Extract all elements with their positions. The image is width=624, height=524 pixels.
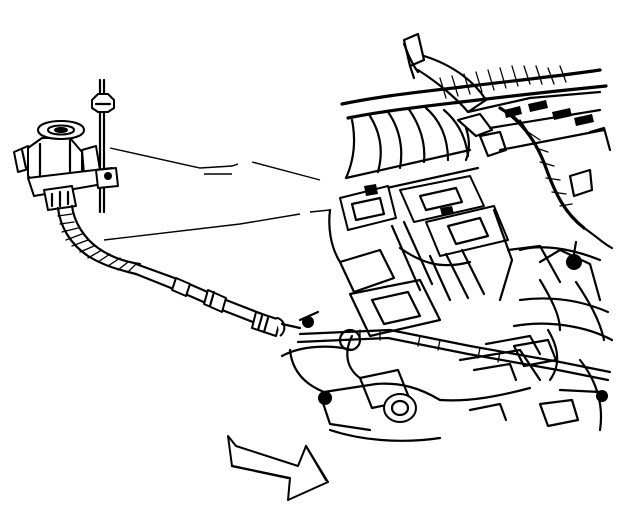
valve-cover (466, 90, 612, 152)
wiring-harness (340, 65, 614, 250)
lower-engine (280, 310, 542, 442)
vent-tube (402, 32, 488, 114)
engine-hoses (296, 328, 612, 382)
view-direction-arrow (227, 435, 329, 501)
valve-bracket-assembly (328, 175, 562, 338)
fastener-nut (91, 93, 115, 113)
leader-lines (103, 147, 331, 241)
engine-assembly (280, 32, 614, 442)
engine-block (512, 240, 614, 432)
solenoid-valve (13, 120, 119, 211)
intake-manifold (344, 106, 508, 198)
vacuum-hose-assembly (56, 204, 302, 337)
